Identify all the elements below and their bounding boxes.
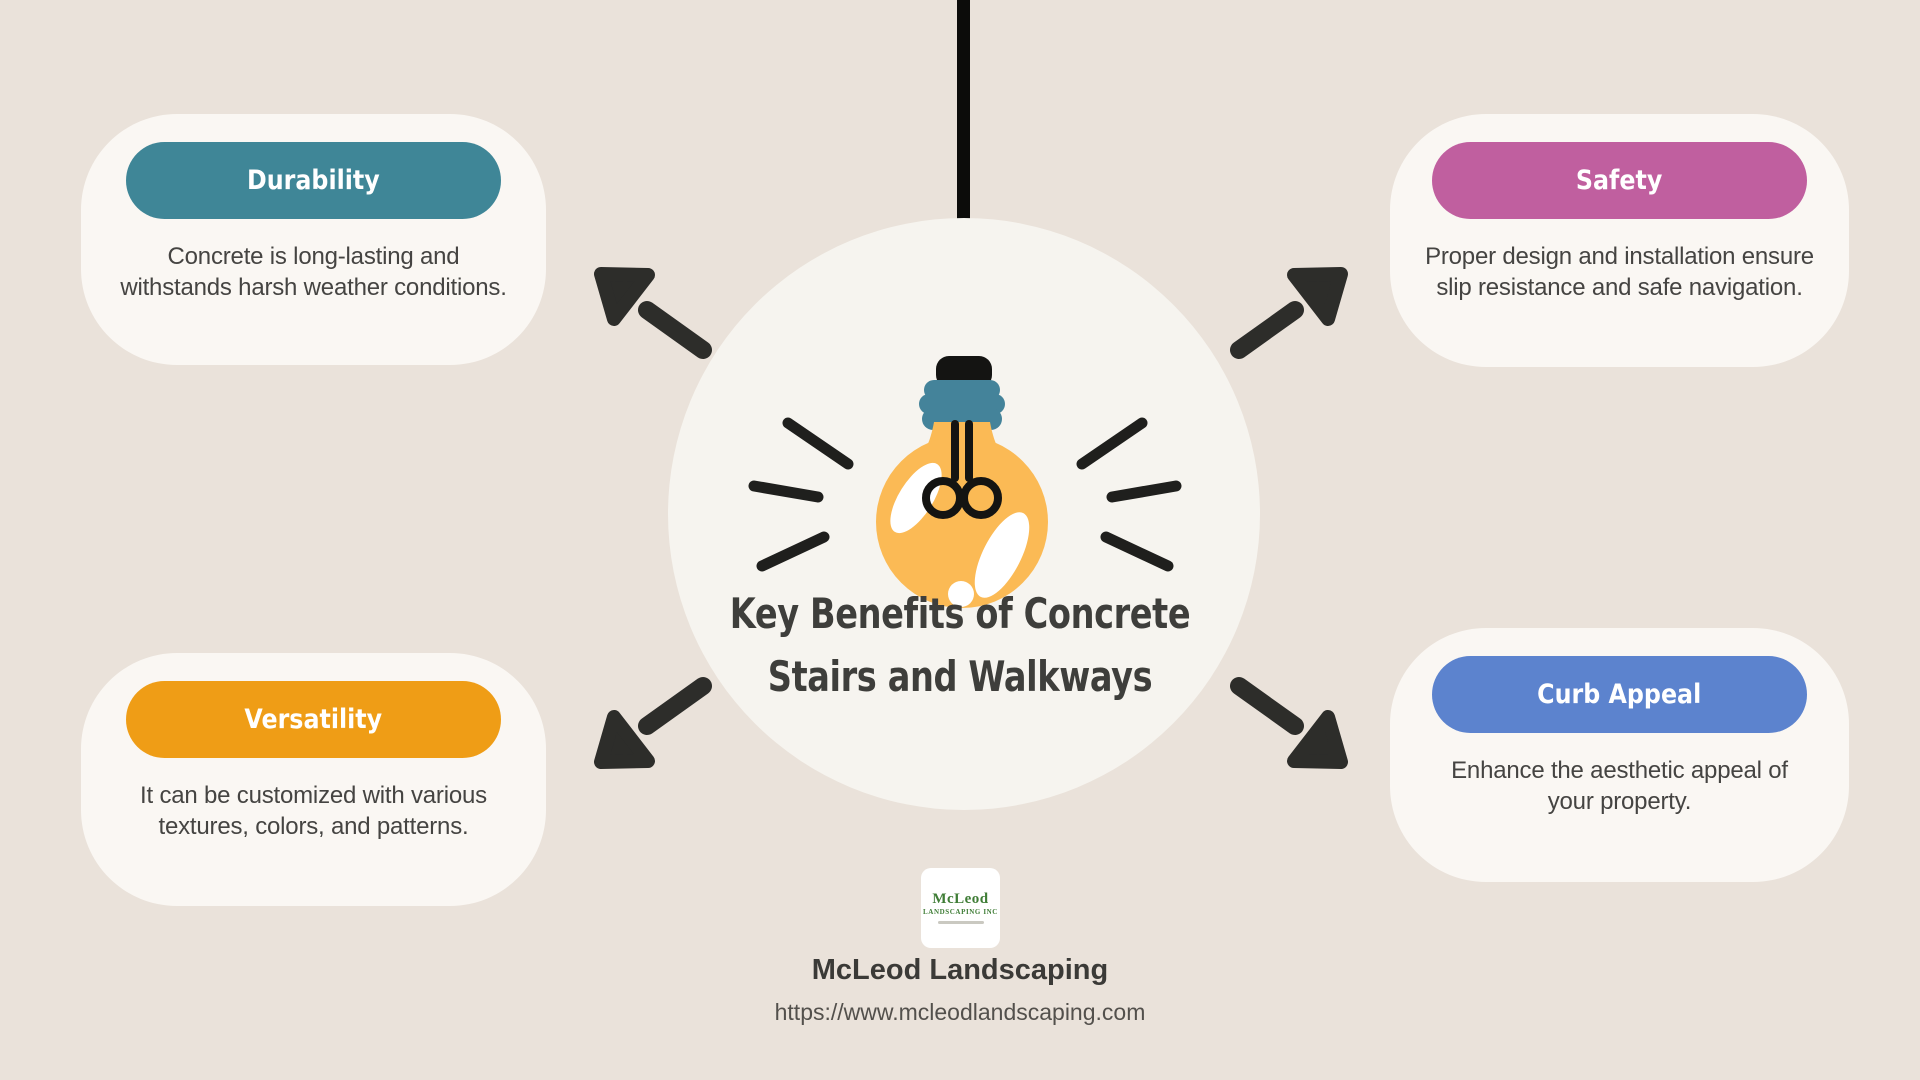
card-safety-label: Safety (1576, 165, 1663, 196)
arrow-top-left-icon (594, 267, 712, 359)
card-curb-appeal-text: Enhance the aesthetic appeal of your pro… (1451, 757, 1788, 815)
card-durability: Durability Concrete is long-lasting and … (81, 114, 546, 365)
title-line-1: Key Benefits of Concrete (729, 589, 1191, 638)
card-versatility-text: It can be customized with various textur… (140, 782, 487, 840)
card-durability-text: Concrete is long-lasting and withstands … (120, 243, 507, 301)
logo-subline: LANDSCAPING INC (923, 908, 998, 916)
card-safety-text: Proper design and installation ensure sl… (1425, 243, 1814, 301)
card-durability-label: Durability (247, 165, 380, 196)
lightbulb-icon (748, 356, 1182, 608)
light-rays-left (748, 417, 854, 572)
bulb-filament (922, 420, 1002, 519)
logo-wordmark: McLeod (932, 891, 989, 907)
card-safety: Safety Proper design and installation en… (1390, 114, 1849, 367)
card-curb-appeal-pill: Curb Appeal (1432, 656, 1807, 733)
card-versatility: Versatility It can be customized with va… (81, 653, 546, 906)
card-durability-pill: Durability (126, 142, 501, 219)
title-line-2: Stairs and Walkways (767, 652, 1153, 701)
card-versatility-pill: Versatility (126, 681, 501, 758)
bulb-highlights (890, 462, 1030, 607)
card-versatility-label: Versatility (244, 704, 383, 735)
company-url: https://www.mcleodlandscaping.com (774, 999, 1146, 1025)
main-title: Key Benefits of Concrete Stairs and Walk… (460, 582, 1460, 708)
company-name: McLeod Landscaping (811, 954, 1109, 986)
arrow-bottom-left-icon (594, 677, 712, 769)
company-logo: McLeod LANDSCAPING INC (921, 868, 1000, 948)
card-curb-appeal: Curb Appeal Enhance the aesthetic appeal… (1390, 628, 1849, 882)
arrow-top-right-icon (1230, 267, 1348, 359)
light-rays-right (1076, 417, 1182, 572)
arrow-bottom-right-icon (1230, 677, 1348, 769)
card-curb-appeal-label: Curb Appeal (1537, 679, 1702, 710)
card-safety-pill: Safety (1432, 142, 1807, 219)
logo-tagline-mark (937, 921, 984, 924)
